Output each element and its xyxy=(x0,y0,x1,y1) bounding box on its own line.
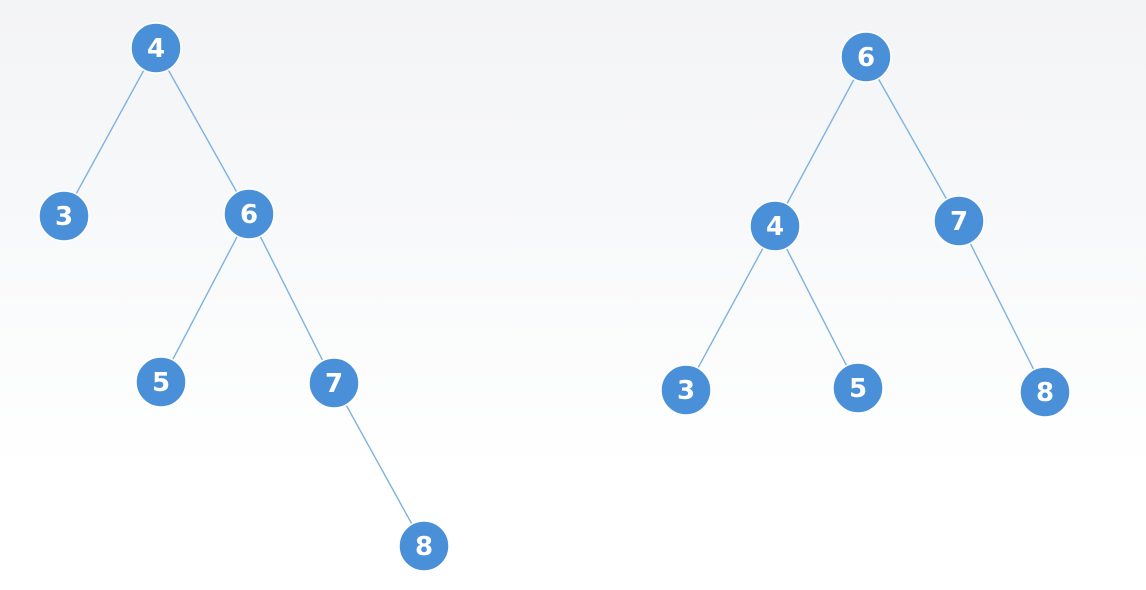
node-circle xyxy=(660,364,712,416)
tree-node: 3 xyxy=(660,364,712,416)
node-label: 3 xyxy=(677,376,695,406)
node-circle xyxy=(749,200,801,252)
tree-node: 6 xyxy=(223,188,275,240)
node-circle xyxy=(398,520,450,572)
tree-node: 5 xyxy=(832,362,884,414)
node-label: 6 xyxy=(240,200,258,230)
tree-edge xyxy=(63,47,157,217)
tree-edge xyxy=(958,220,1046,393)
tree-node: 7 xyxy=(933,195,985,247)
node-label: 4 xyxy=(147,34,165,64)
tree-node: 7 xyxy=(308,357,360,409)
tree-node: 6 xyxy=(840,31,892,83)
nodes-layer: 4 3 6 5 7 8 6 4 7 3 5 8 xyxy=(38,22,1071,572)
node-label: 8 xyxy=(1036,378,1054,408)
node-circle xyxy=(308,357,360,409)
tree-node: 4 xyxy=(130,22,182,74)
node-circle xyxy=(130,22,182,74)
node-label: 8 xyxy=(415,532,433,562)
node-circle xyxy=(1019,366,1071,418)
node-label: 4 xyxy=(766,212,784,242)
tree-edge xyxy=(333,382,425,547)
tree-edge xyxy=(774,56,867,227)
tree-edge xyxy=(685,225,776,391)
node-circle xyxy=(135,356,187,408)
node-circle xyxy=(38,190,90,242)
node-circle xyxy=(223,188,275,240)
tree-node: 5 xyxy=(135,356,187,408)
tree-edge xyxy=(160,213,250,383)
tree-edge xyxy=(774,225,859,389)
tree-node: 8 xyxy=(1019,366,1071,418)
node-label: 5 xyxy=(849,374,867,404)
tree-node: 3 xyxy=(38,190,90,242)
tree-node: 8 xyxy=(398,520,450,572)
node-label: 3 xyxy=(55,202,73,232)
node-circle xyxy=(832,362,884,414)
node-circle xyxy=(840,31,892,83)
tree-edge xyxy=(155,47,250,215)
edges-layer xyxy=(63,47,1046,547)
node-label: 7 xyxy=(325,369,343,399)
tree-edge xyxy=(865,56,960,222)
node-label: 7 xyxy=(950,207,968,237)
tree-node: 4 xyxy=(749,200,801,252)
node-label: 6 xyxy=(857,43,875,73)
node-label: 5 xyxy=(152,368,170,398)
node-circle xyxy=(933,195,985,247)
tree-edge xyxy=(248,213,335,384)
